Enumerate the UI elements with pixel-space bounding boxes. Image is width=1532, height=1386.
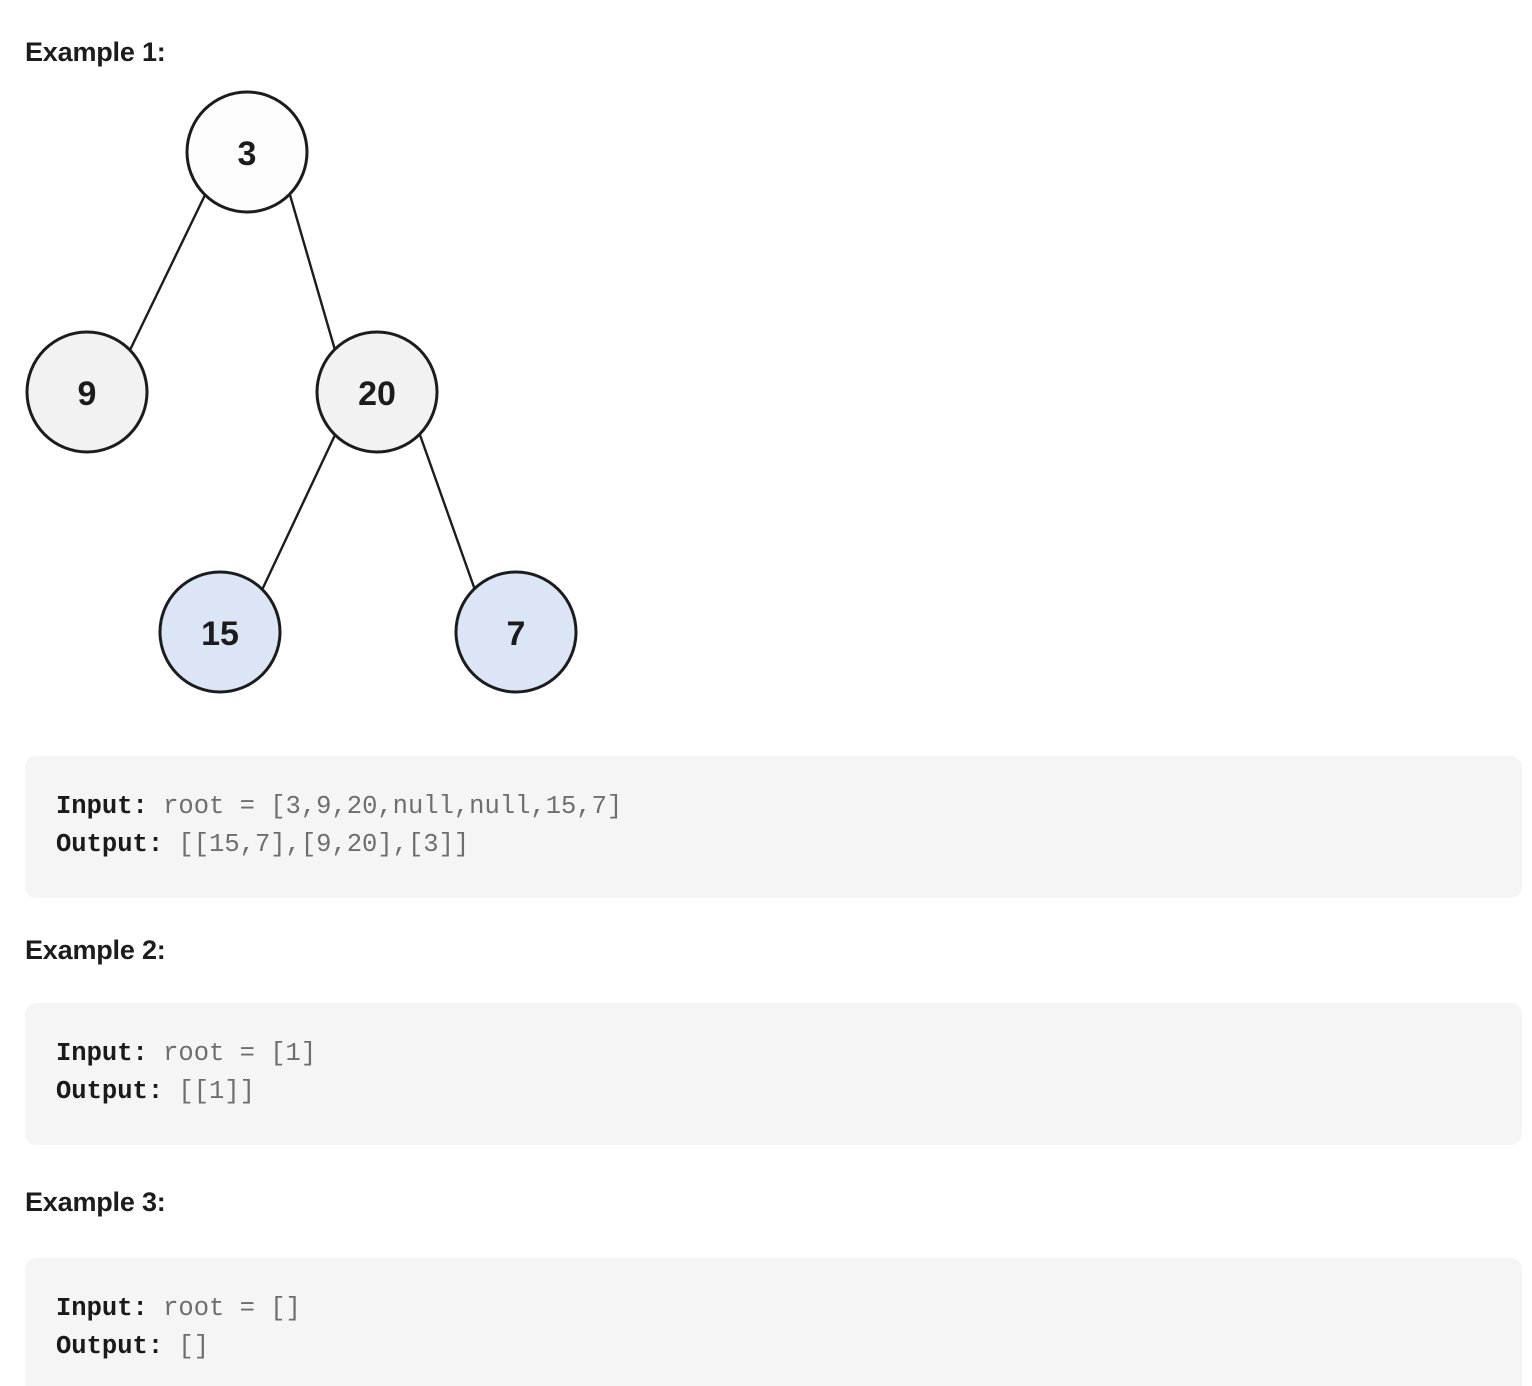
output-label: Output:: [56, 1076, 164, 1106]
edge-3-to-20: [288, 194, 337, 351]
edge-20-to-15: [260, 434, 337, 591]
example-1-heading: Example 1:: [25, 37, 166, 67]
example-1-input-line: Input: root = [3,9,20,null,null,15,7]: [56, 788, 1522, 826]
example-1-code-block: Input: root = [3,9,20,null,null,15,7]Out…: [25, 755, 1522, 898]
tree-node-20-label: 20: [358, 375, 396, 413]
output-label: Output:: [56, 1331, 164, 1361]
example-3-code-block: Input: root = []Output: []: [25, 1257, 1522, 1386]
input-label: Input:: [56, 791, 148, 821]
tree-node-3-label: 3: [238, 135, 257, 173]
input-value: root = [3,9,20,null,null,15,7]: [147, 791, 623, 821]
input-value: root = []: [147, 1293, 301, 1323]
input-value: root = [1]: [147, 1038, 317, 1068]
output-label: Output:: [56, 829, 164, 859]
tree-node-9-label: 9: [78, 375, 97, 413]
input-label: Input:: [56, 1293, 148, 1323]
tree-node-7-circle: [454, 570, 578, 694]
tree-node-15-label: 15: [201, 615, 239, 653]
tree-node-15-circle: [158, 570, 282, 694]
example-2-code-block: Input: root = [1]Output: [[1]]: [25, 1002, 1522, 1145]
output-value: [[1]]: [163, 1076, 255, 1106]
tree-node-7-label: 7: [507, 615, 526, 653]
output-value: [[15,7],[9,20],[3]]: [163, 829, 470, 859]
binary-tree-diagram: 3 9 20 15 7: [0, 80, 640, 710]
example-3-heading: Example 3:: [25, 1187, 166, 1217]
tree-edges: [128, 194, 477, 591]
tree-node-20-circle: [315, 330, 439, 454]
edge-20-to-7: [418, 434, 477, 591]
example-3-output-line: Output: []: [56, 1328, 1522, 1366]
input-label: Input:: [56, 1038, 148, 1068]
example-2-input-line: Input: root = [1]: [56, 1035, 1522, 1073]
example-2-heading: Example 2:: [25, 935, 166, 965]
output-value: []: [163, 1331, 210, 1361]
tree-node-labels: 3 9 20 15 7: [78, 135, 526, 653]
example-1-output-line: Output: [[15,7],[9,20],[3]]: [56, 826, 1522, 864]
tree-nodes: [25, 90, 578, 694]
example-2-output-line: Output: [[1]]: [56, 1073, 1522, 1111]
tree-node-3-circle: [185, 90, 309, 214]
example-3-input-line: Input: root = []: [56, 1290, 1522, 1328]
tree-node-9-circle: [25, 330, 149, 454]
edge-3-to-9: [128, 194, 207, 351]
